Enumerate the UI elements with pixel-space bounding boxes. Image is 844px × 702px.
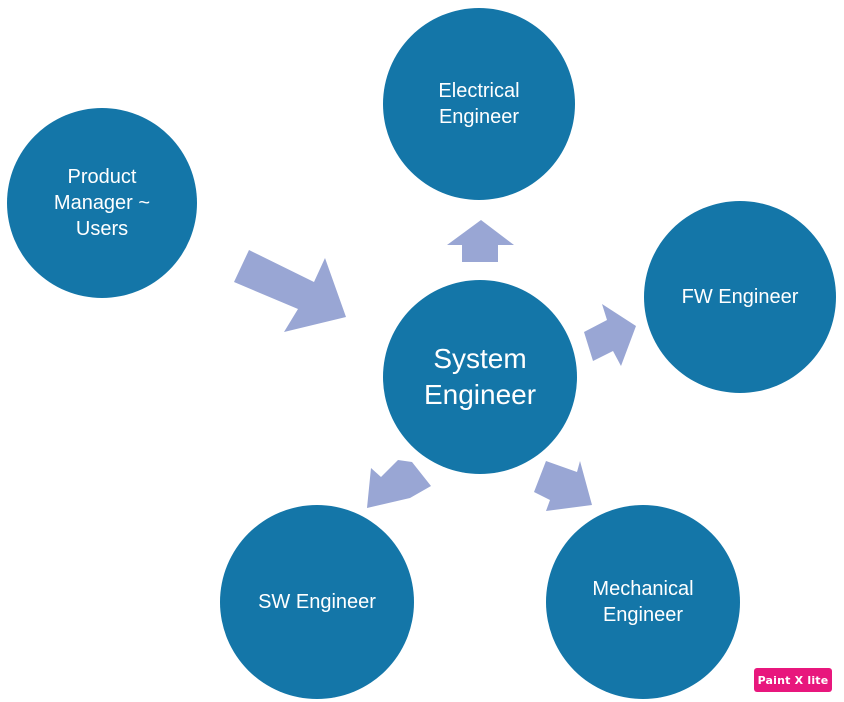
arrow-system-to-sw — [367, 460, 431, 508]
node-sw-engineer-label: SW Engineer — [258, 591, 376, 613]
watermark-logo: Paint X lite — [754, 668, 832, 692]
node-system-engineer: System Engineer — [383, 280, 577, 474]
node-electrical-engineer: Electrical Engineer — [383, 8, 575, 200]
node-system-engineer-label: System Engineer — [423, 342, 537, 410]
node-fw-engineer-label: FW Engineer — [681, 286, 799, 308]
arrow-pm-to-system — [234, 250, 346, 332]
node-mechanical-engineer: Mechanical Engineer — [546, 505, 740, 699]
node-fw-engineer: FW Engineer — [644, 201, 836, 393]
node-electrical-engineer-label: Electrical Engineer — [438, 80, 520, 128]
arrow-system-to-electrical — [447, 220, 514, 262]
arrow-system-to-fw — [584, 304, 636, 366]
node-mechanical-engineer-label: Mechanical Engineer — [592, 578, 694, 626]
node-product-manager: Product Manager ~ Users — [7, 108, 197, 298]
node-sw-engineer: SW Engineer — [220, 505, 414, 699]
node-product-manager-label: Product Manager ~ Users — [53, 166, 151, 240]
arrow-system-to-mechanical — [534, 461, 592, 511]
